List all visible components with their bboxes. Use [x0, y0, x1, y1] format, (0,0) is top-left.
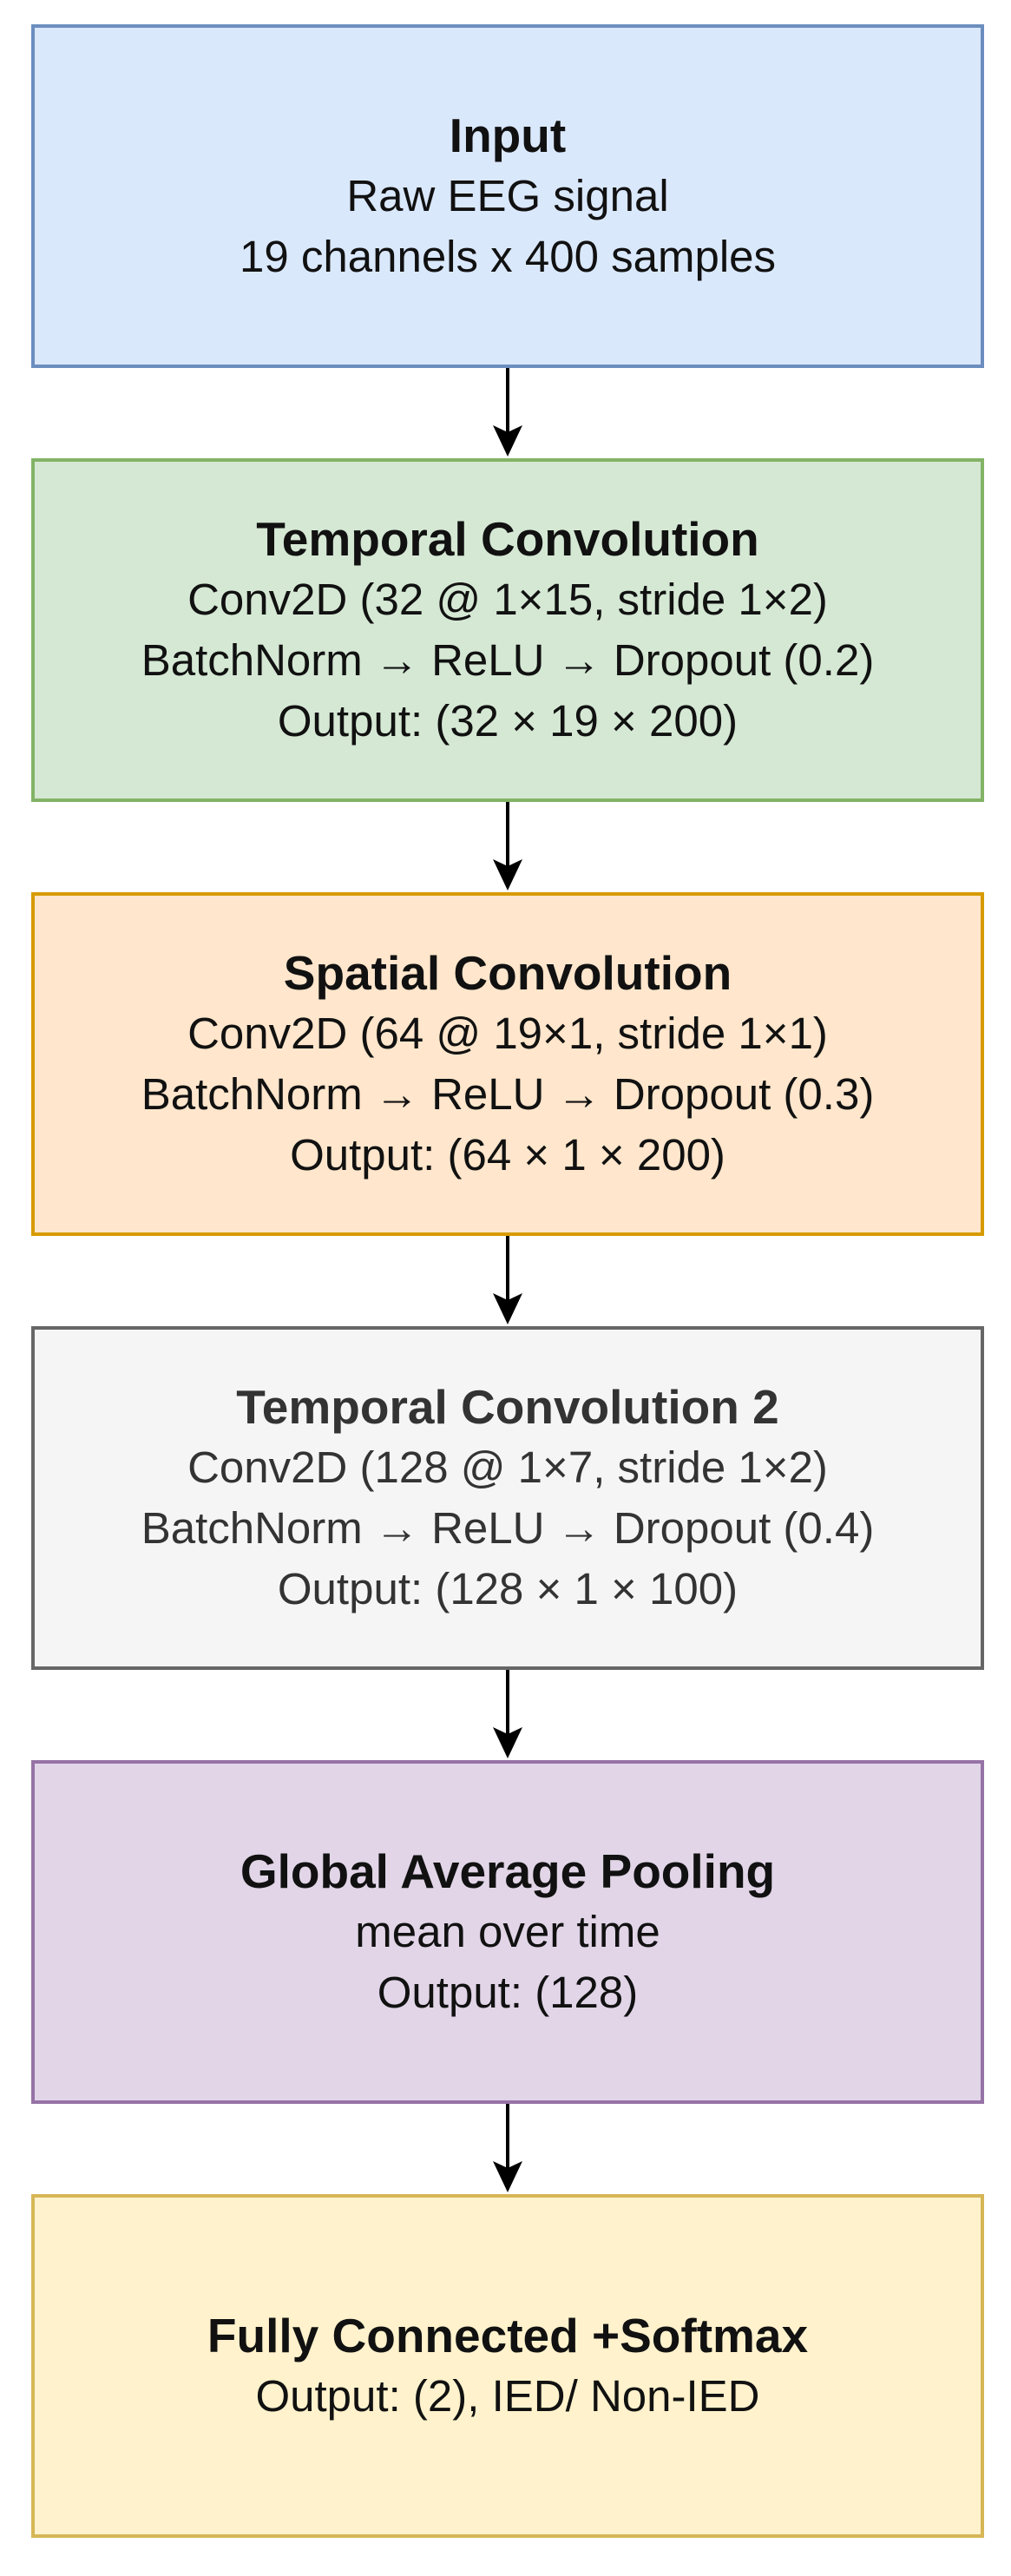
temporal-convolution-title: Temporal Convolution	[256, 512, 759, 566]
fully-connected-softmax-line-1: Output: (2), IED/ Non-IED	[255, 2371, 760, 2421]
input-block-line-2: 19 channels x 400 samples	[239, 232, 777, 281]
temporal-convolution-2-title: Temporal Convolution 2	[236, 1380, 779, 1434]
spatial-convolution-block: Spatial Convolution Conv2D (64 @ 19×1, s…	[31, 892, 984, 1236]
input-block-line-1: Raw EEG signal	[346, 171, 669, 220]
global-average-pooling-line-1: mean over time	[355, 1907, 660, 1956]
temporal-convolution-2-line-2: BatchNorm → ReLU → Dropout (0.4)	[141, 1503, 875, 1553]
temporal-convolution-2-block: Temporal Convolution 2 Conv2D (128 @ 1×7…	[31, 1326, 984, 1670]
arrow-input-to-temporal	[493, 368, 522, 457]
temporal-convolution-line-1: Conv2D (32 @ 1×15, stride 1×2)	[187, 575, 828, 624]
fully-connected-softmax-title: Fully Connected +Softmax	[207, 2309, 809, 2362]
input-block: Input Raw EEG signal 19 channels x 400 s…	[31, 24, 984, 368]
arrow-temporal-to-spatial	[493, 802, 522, 890]
temporal-convolution-line-3: Output: (32 × 19 × 200)	[277, 696, 739, 746]
temporal-convolution-block: Temporal Convolution Conv2D (32 @ 1×15, …	[31, 458, 984, 802]
global-average-pooling-block: Global Average Pooling mean over time Ou…	[31, 1760, 984, 2104]
temporal-convolution-2-line-1: Conv2D (128 @ 1×7, stride 1×2)	[187, 1442, 828, 1492]
temporal-convolution-2-line-3: Output: (128 × 1 × 100)	[277, 1564, 739, 1613]
spatial-convolution-line-2: BatchNorm → ReLU → Dropout (0.3)	[141, 1069, 875, 1119]
global-average-pooling-title: Global Average Pooling	[240, 1844, 776, 1898]
arrow-spatial-to-temporal-2	[493, 1236, 522, 1324]
spatial-convolution-title: Spatial Convolution	[283, 946, 732, 1000]
spatial-convolution-line-1: Conv2D (64 @ 19×1, stride 1×1)	[187, 1009, 828, 1058]
temporal-convolution-line-2: BatchNorm → ReLU → Dropout (0.2)	[141, 635, 875, 685]
spatial-convolution-line-3: Output: (64 × 1 × 200)	[290, 1130, 725, 1180]
arrow-temporal-2-to-pooling	[493, 1670, 522, 1758]
arrow-pooling-to-fully-connected	[493, 2104, 522, 2192]
fully-connected-softmax-block: Fully Connected +Softmax Output: (2), IE…	[31, 2194, 984, 2538]
input-block-title: Input	[449, 108, 567, 162]
global-average-pooling-line-2: Output: (128)	[377, 1968, 639, 2017]
